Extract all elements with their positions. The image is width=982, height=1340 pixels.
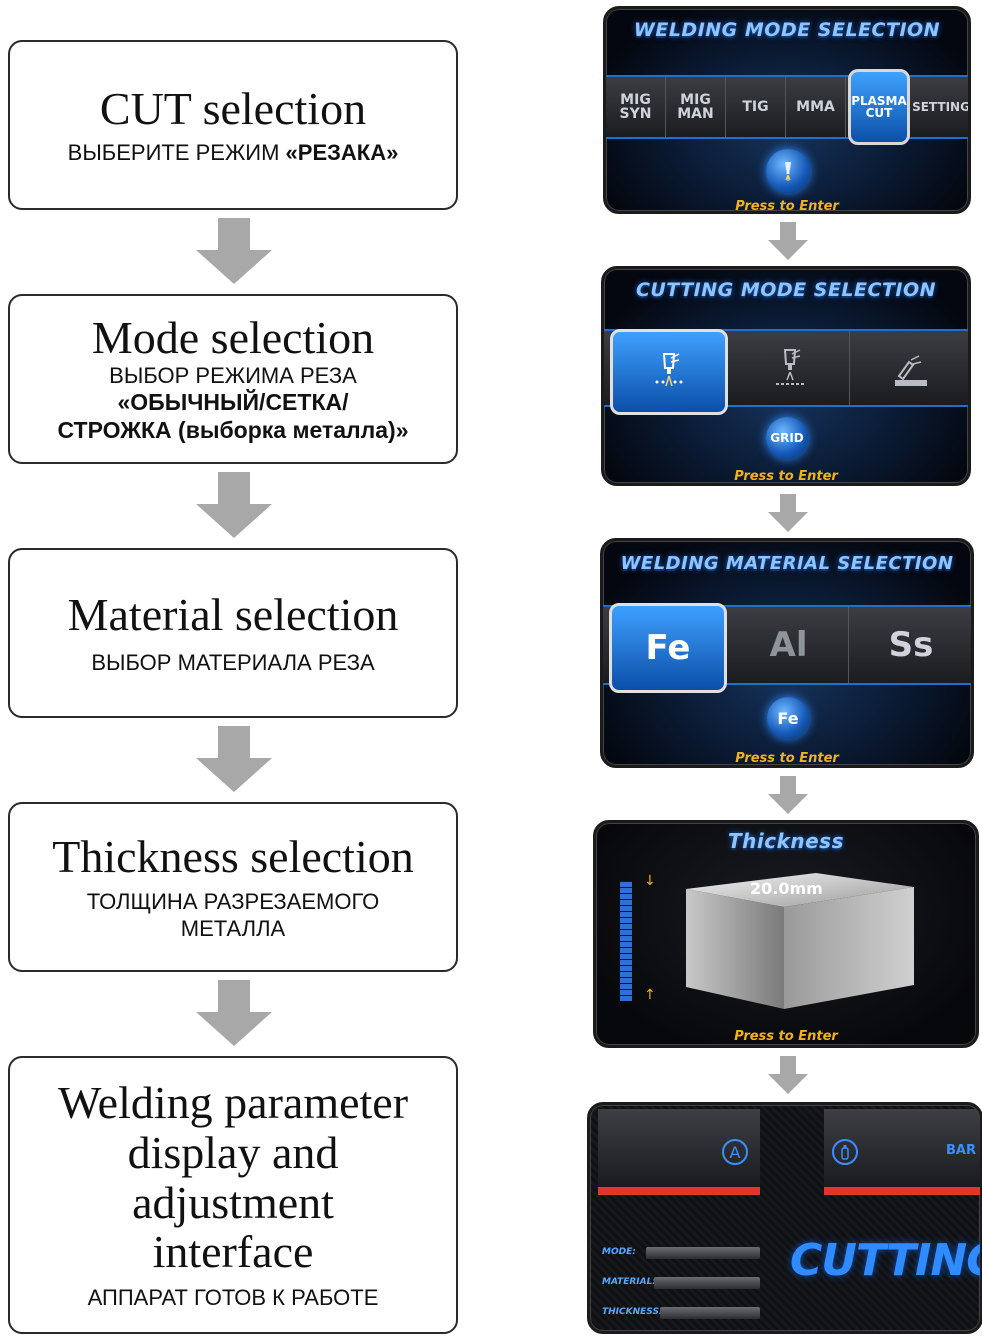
step-subtitle-line2: «ОБЫЧНЫЙ/СЕТКА/	[117, 389, 349, 416]
screen-material-selection: WELDING MATERIAL SELECTION Fe Al Ss Fe P…	[600, 538, 974, 768]
flow-arrow-down	[196, 472, 272, 538]
grid-cut-icon	[775, 349, 804, 385]
scale-up-arrow-icon: ↑	[644, 987, 656, 1003]
step-subtitle-line3: СТРОЖКА (выборка металла)»	[57, 417, 409, 444]
step-title: Thickness selection	[52, 830, 414, 882]
thickness-value: 20.0mm	[750, 879, 823, 898]
enter-button-label: Fe	[777, 708, 799, 728]
step-subtitle-plain: ВЫБЕРИТЕ РЕЖИМ	[67, 139, 286, 165]
step-subtitle-line1: ТОЛЩИНА РАЗРЕЗАЕМОГО	[86, 889, 380, 915]
material-option-al[interactable]: Al	[729, 607, 849, 683]
enter-button-label: GRID	[770, 431, 804, 445]
screen-title: CUTTING MODE SELECTION	[635, 279, 937, 301]
screen-cutting-mode-selection: CUTTING MODE SELECTION GRID Press to En	[601, 266, 971, 486]
scale-down-arrow-icon: ↓	[644, 873, 656, 889]
cut-mode-normal[interactable]	[610, 329, 728, 415]
press-to-enter-label: Press to Enter	[735, 199, 839, 214]
screen-title: Thickness	[727, 829, 844, 853]
step-cut-selection: CUT selection ВЫБЕРИТЕ РЕЖИМ «РЕЗАКА»	[8, 40, 458, 210]
step-title-line4: interface	[152, 1226, 314, 1278]
step-thickness-selection: Thickness selection ТОЛЩИНА РАЗРЕЗАЕМОГО…	[8, 802, 458, 972]
step-subtitle: ВЫБОР МАТЕРИАЛА РЕЗА	[91, 649, 375, 675]
step-subtitle-line1: ВЫБОР РЕЖИМА РЕЗА	[109, 363, 357, 389]
cut-mode-gouging[interactable]	[852, 331, 968, 405]
screen-thickness: Thickness ↓ ↑ 20.0mm Press to Enter	[593, 820, 979, 1048]
flow-arrow-down	[768, 222, 808, 260]
mode-value-slot	[646, 1247, 760, 1259]
pressure-indicator-bar	[824, 1187, 980, 1195]
tab-setting[interactable]: SETTING	[912, 100, 970, 114]
step-mode-selection: Mode selection ВЫБОР РЕЖИМА РЕЗА «ОБЫЧНЫ…	[8, 294, 458, 464]
material-label: MATERIAL:	[602, 1277, 656, 1287]
enter-button[interactable]: GRID	[766, 417, 808, 459]
thickness-scale	[610, 881, 640, 1005]
step-title: Material selection	[67, 588, 399, 640]
flow-arrow-down	[196, 980, 272, 1046]
step-subtitle: АППАРАТ ГОТОВ К РАБОТЕ	[87, 1285, 379, 1311]
mode-label: MODE:	[602, 1247, 636, 1257]
gas-bottle-icon[interactable]	[832, 1139, 858, 1165]
cutting-mode-display: CUTTING	[790, 1235, 982, 1286]
step-title-line1: Welding parameter	[57, 1077, 409, 1129]
step-parameter-interface: Welding parameter display and adjustment…	[8, 1056, 458, 1334]
press-to-enter-label: Press to Enter	[734, 1029, 838, 1044]
material-option-ss[interactable]: Ss	[888, 625, 934, 665]
plasma-torch-icon	[785, 162, 791, 181]
screen-title: WELDING MATERIAL SELECTION	[620, 553, 954, 574]
press-to-enter-label: Press to Enter	[735, 751, 839, 766]
material-value-slot	[654, 1277, 760, 1289]
step-subtitle-bold: «РЕЗАКА»	[285, 139, 399, 165]
press-to-enter-label: Press to Enter	[734, 469, 838, 484]
tab-tig[interactable]: TIG	[726, 77, 786, 137]
current-indicator-bar	[598, 1187, 760, 1195]
flow-arrow-down	[768, 1056, 808, 1094]
metal-block-icon	[686, 873, 914, 1009]
flow-arrow-down	[768, 494, 808, 532]
step-subtitle-line2: МЕТАЛЛА	[180, 915, 286, 941]
cut-mode-grid[interactable]	[730, 331, 850, 405]
flow-arrow-down	[768, 776, 808, 814]
flow-arrow-down	[196, 726, 272, 792]
step-title: Mode selection	[91, 312, 375, 364]
screen-title: WELDING MODE SELECTION	[633, 19, 941, 41]
flow-arrow-down	[196, 218, 272, 284]
gouging-icon	[895, 355, 927, 386]
enter-button[interactable]	[766, 149, 810, 193]
step-title: CUT selection	[99, 82, 367, 134]
thickness-value-slot	[660, 1307, 760, 1319]
enter-button[interactable]: Fe	[767, 697, 809, 739]
screen-parameter-display: A BAR MODE: MATERIAL: THICKNESS: CUTTING	[587, 1102, 982, 1334]
step-subtitle: ВЫБЕРИТЕ РЕЖИМ «РЕЗАКА»	[68, 140, 399, 166]
normal-cut-icon	[655, 353, 683, 387]
current-ampere-icon[interactable]: A	[722, 1139, 748, 1165]
tab-mma[interactable]: MMA	[786, 77, 846, 137]
step-title-line3: adjustment	[132, 1176, 334, 1228]
step-title-line2: display and	[127, 1127, 339, 1179]
material-option-fe[interactable]: Fe	[609, 603, 727, 693]
pressure-unit: BAR	[946, 1143, 976, 1158]
thickness-label: THICKNESS:	[602, 1307, 663, 1317]
step-material-selection: Material selection ВЫБОР МАТЕРИАЛА РЕЗА	[8, 548, 458, 718]
